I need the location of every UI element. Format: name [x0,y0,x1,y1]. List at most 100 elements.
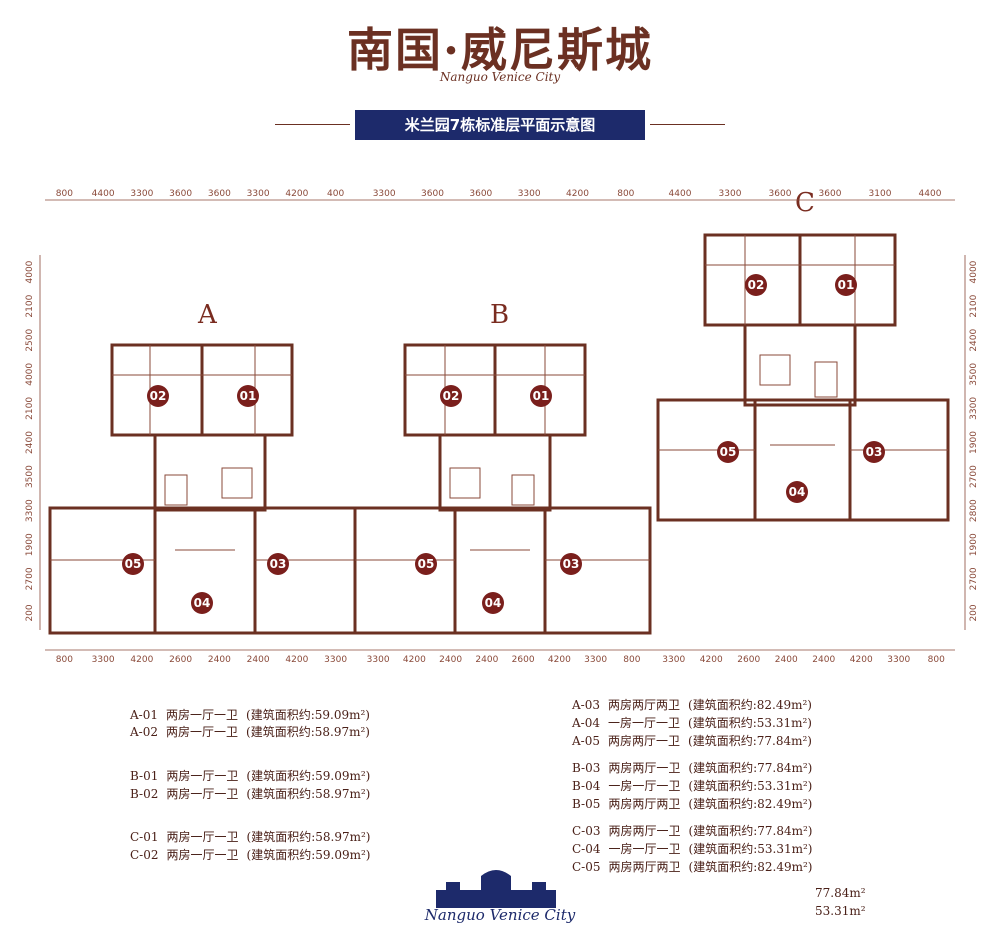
dimension-label: 3600 [819,189,842,199]
building-b-walls [353,343,652,635]
dimension-label: 3300 [130,189,153,199]
legend-area: (建筑面积约:77.84m²) [688,761,813,775]
dimension-label: 2400 [208,655,231,665]
legend-type: 两房两厅两卫 [608,797,681,811]
dimension-label: 3300 [25,499,35,522]
legend-area: (建筑面积约:82.49m²) [688,797,813,811]
dimension-label: 800 [56,655,73,665]
footer-brand-script: Nanguo Venice City [424,906,576,924]
unit-marker-a02 [147,385,169,407]
dimension-labels-left: 4000210025004000210024003500330019002700… [25,260,35,621]
dimension-label: 200 [969,604,979,621]
legend-area: (建筑面积约:82.49m²) [688,698,812,712]
legend-code: B-02 [130,787,159,801]
unit-label-b01: 01 [533,389,550,403]
unit-marker-c02 [745,274,767,296]
legend-code: A-04 [572,716,600,730]
dimension-label: 2600 [169,655,192,665]
dimension-label: 800 [623,655,640,665]
dimension-label: 3600 [469,189,492,199]
dimension-label: 4400 [669,189,692,199]
dimension-label: 2400 [439,655,462,665]
dimension-label: 2100 [25,294,35,317]
footer-fragment-1: 77.84m² [815,886,866,900]
legend-area: (建筑面积约:59.09m²) [246,708,370,722]
page-title: 南国·威尼斯城 [346,23,653,77]
dimension-label: 4000 [969,260,979,283]
dimension-label: 2800 [969,499,979,522]
dimension-label: 2400 [969,329,979,352]
dimension-label: 3300 [662,655,685,665]
dimension-label: 4200 [566,189,589,199]
legend-type: 两房一厅一卫 [166,848,239,862]
dimension-label: 3500 [25,465,35,488]
dimension-label: 3600 [208,189,231,199]
legend-code: A-02 [130,725,158,739]
dimension-label: 1900 [25,533,35,556]
dimension-label: 2700 [25,567,35,590]
dimension-label: 2600 [512,655,535,665]
dimension-label: 4400 [92,189,115,199]
plan-banner: 米兰园7栋标准层平面示意图 [355,110,645,140]
building-label-a: A [198,300,217,330]
building-c-interior [658,235,948,451]
castle-logo-icon [436,870,556,908]
legend-code: B-01 [130,769,159,783]
unit-markers: 02 01 05 04 03 02 01 05 04 03 02 01 05 0… [122,274,885,614]
dimension-label: 4000 [25,260,35,283]
dimension-label: 800 [56,189,73,199]
banner-ornament-left [275,124,350,125]
dimension-label: 2700 [969,465,979,488]
dimension-label: 4000 [25,363,35,386]
legend-area: (建筑面积约:53.31m²) [688,716,812,730]
legend-type: 两房两厅两卫 [608,698,681,712]
dimension-label: 3300 [887,655,910,665]
dimension-label: 4200 [548,655,571,665]
unit-marker-a01 [237,385,259,407]
unit-marker-a05 [122,553,144,575]
unit-label-a01: 01 [240,389,257,403]
legend-type: 两房两厅两卫 [608,860,681,874]
dimension-label: 4200 [700,655,723,665]
unit-label-c03: 03 [866,445,883,459]
legend-area: (建筑面积约:59.09m²) [246,848,371,862]
unit-marker-b04 [482,592,504,614]
unit-label-c02: 02 [748,278,765,292]
dimension-label: 2400 [475,655,498,665]
dimension-label: 3500 [969,363,979,386]
legend-type: 两房一厅一卫 [166,769,239,783]
building-a-walls [48,343,357,635]
footer-fragment-2: 53.31m² [815,904,866,918]
dimension-label: 4400 [919,189,942,199]
legend-area: (建筑面积约:82.49m²) [688,860,813,874]
dimension-label: 3300 [969,397,979,420]
unit-marker-b03 [560,553,582,575]
unit-label-b05: 05 [418,557,435,571]
unit-label-b02: 02 [443,389,460,403]
dimension-label: 2600 [737,655,760,665]
dimension-label: 2100 [25,397,35,420]
dimension-label: 3300 [324,655,347,665]
legend-code: C-04 [572,842,601,856]
legend-type: 两房两厅一卫 [608,824,681,838]
building-b-interior [355,345,650,561]
dimension-label: 3300 [584,655,607,665]
unit-marker-a03 [267,553,289,575]
unit-label-a03: 03 [270,557,287,571]
legend-area: (建筑面积约:53.31m²) [688,842,813,856]
unit-marker-c04 [786,481,808,503]
legend-area: (建筑面积约:77.84m²) [688,824,813,838]
